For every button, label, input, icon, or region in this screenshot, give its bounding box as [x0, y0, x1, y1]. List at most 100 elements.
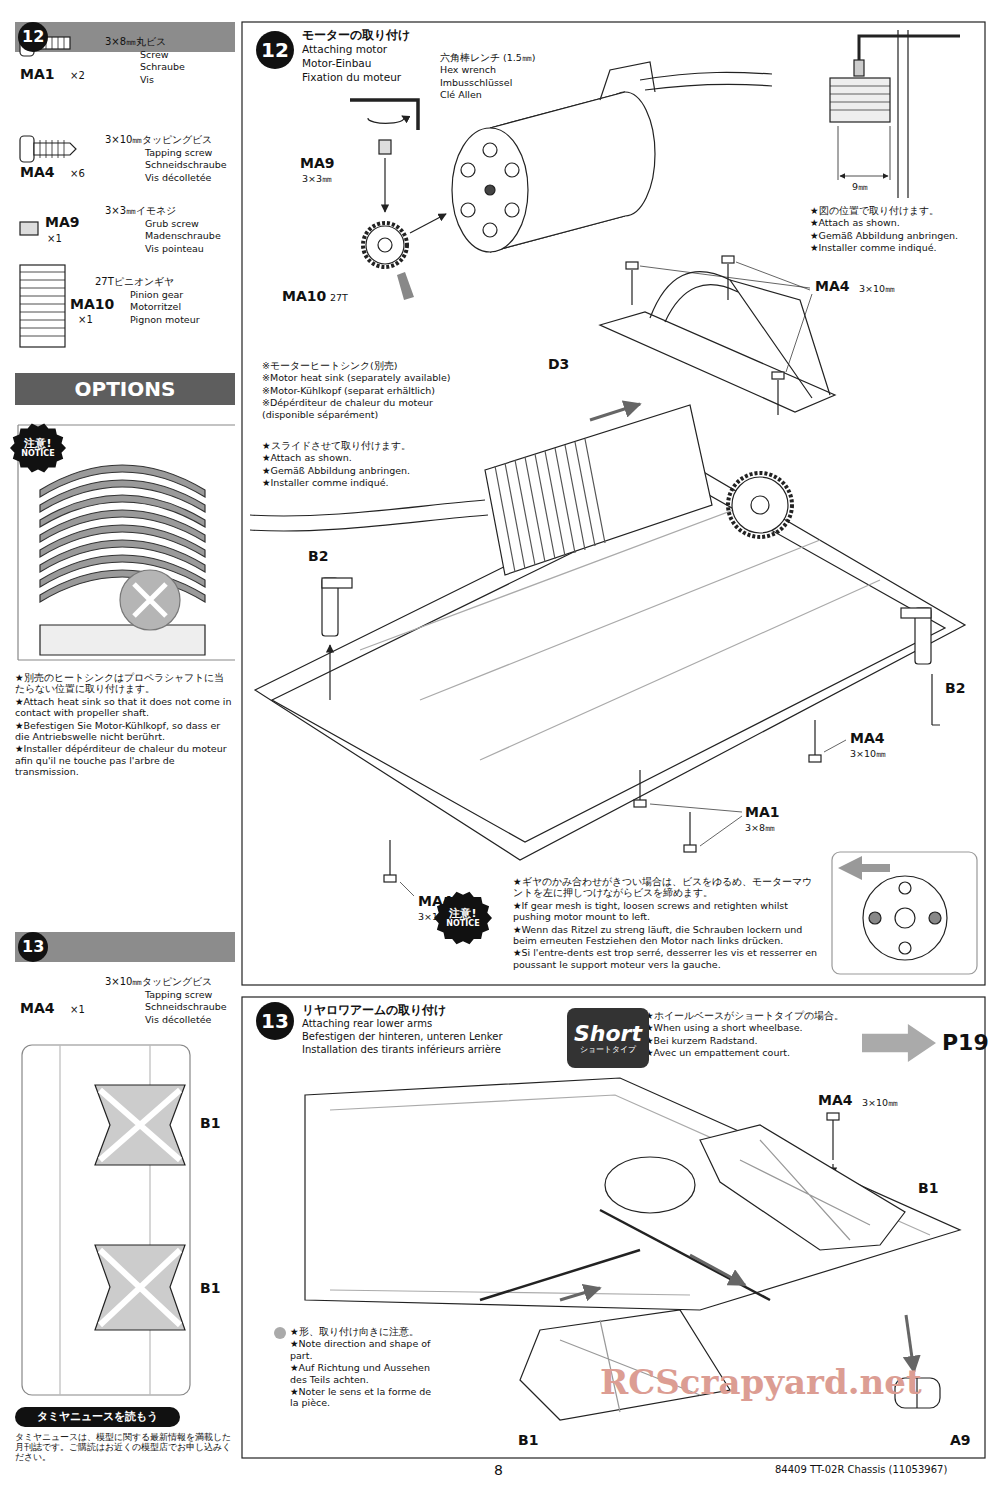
- note: ★Noter le sens et la forme de la pièce.: [290, 1386, 440, 1409]
- part-spec: 3×10㎜: [850, 748, 886, 759]
- part-spec: 27Tピニオンギヤ: [95, 276, 174, 288]
- part-spec: Schneidschraube: [145, 1001, 227, 1012]
- part-spec: 3×10㎜タッピングビス: [105, 134, 212, 146]
- part-code: MA9: [45, 214, 80, 231]
- step-number: 12: [256, 31, 294, 69]
- part-code: MA4: [850, 730, 885, 747]
- node-text: OPTIONS: [75, 378, 176, 400]
- note: ★Gemäß Abbildung anbringen.: [262, 465, 410, 476]
- part-spec: Pignon moteur: [130, 314, 200, 325]
- badge-burst: [434, 892, 492, 945]
- part-spec: 27T: [330, 292, 348, 303]
- node-text: NOTICE: [446, 920, 479, 929]
- part-code: B2: [945, 680, 965, 697]
- tool-spec: Imbusschlüssel: [440, 77, 512, 88]
- note: ★形、取り付け向きに注意。: [290, 1326, 440, 1337]
- note: ※Dépérditeur de chaleur du moteur (dispo…: [262, 397, 467, 420]
- tool-spec: 六角棒レンチ (1.5㎜): [440, 52, 536, 63]
- note: ※Motor heat sink (separately available): [262, 372, 451, 383]
- part-spec: Tapping screw: [145, 147, 212, 158]
- note: ★When using a short wheelbase.: [645, 1022, 803, 1033]
- note: ★Attach as shown.: [810, 217, 900, 228]
- note: ★Installer comme indiqué.: [262, 477, 389, 488]
- note: ※Motor-Kühlkopf (separat erhältlich): [262, 385, 435, 396]
- step-title: Installation des tirants inférieurs arri…: [302, 1044, 501, 1056]
- part-spec: Schneidschraube: [145, 159, 227, 170]
- node-text: タミヤニュースを読もう: [37, 1411, 158, 1423]
- part-spec: 3×8㎜: [745, 822, 775, 833]
- step-title: モーターの取り付け: [302, 28, 410, 42]
- quantity: ×1: [47, 233, 62, 245]
- note: ★Wenn das Ritzel zu streng läuft, die Sc…: [513, 924, 818, 947]
- node-text: 注意!: [449, 908, 476, 920]
- arrow-body: [862, 1024, 936, 1062]
- note: ★Si l'entre-dents est trop serré, desser…: [513, 947, 818, 970]
- node-text: 注意!: [24, 438, 51, 450]
- part-spec: Vis pointeau: [145, 243, 204, 254]
- part-code: MA4: [815, 278, 850, 295]
- step-title: Motor-Einbau: [302, 57, 371, 70]
- note: ★スライドさせて取り付けます。: [262, 440, 411, 451]
- note: ★Bei kurzem Radstand.: [645, 1035, 758, 1046]
- part-spec: Tapping screw: [145, 989, 212, 1000]
- part-spec: Vis: [140, 74, 154, 85]
- step-title: リヤロワアームの取り付け: [302, 1003, 446, 1017]
- node-text: 13: [22, 938, 44, 956]
- part-code: MA4: [20, 1000, 55, 1017]
- tool-spec: Clé Allen: [440, 89, 482, 100]
- quantity: ×1: [70, 1004, 85, 1016]
- part-spec: 3×10㎜: [862, 1097, 898, 1108]
- section-band: OPTIONS: [15, 373, 235, 405]
- part-spec: Madenschraube: [145, 230, 221, 241]
- part-code: B1: [518, 1432, 538, 1449]
- note: ★図の位置で取り付けます。: [810, 205, 939, 216]
- part-spec: Vis décolletée: [145, 172, 211, 183]
- watermark: RCScrapyard.net: [600, 1362, 922, 1403]
- part-code: B1: [200, 1115, 220, 1132]
- part-spec: Schraube: [140, 61, 185, 72]
- part-code: MA4: [20, 164, 55, 181]
- short-badge: Shortショートタイプ: [567, 1008, 649, 1068]
- note: ★別売のヒートシンクはプロペラシャフトに当たらない位置に取り付けます。: [15, 672, 233, 695]
- part-spec: 3×10㎜タッピングビス: [105, 976, 212, 988]
- note: ★Attach as shown.: [262, 452, 352, 463]
- note: ★ホイールベースがショートタイプの場合。: [645, 1010, 844, 1021]
- node-text: NOTICE: [21, 450, 54, 459]
- model-code: 84409 TT-02R Chassis (11053967): [775, 1464, 947, 1476]
- notice-badge: 注意!NOTICE: [10, 423, 66, 473]
- part-spec: Grub screw: [145, 218, 199, 229]
- part-code: B1: [200, 1280, 220, 1297]
- part-spec: 3×3㎜イモネジ: [105, 205, 176, 217]
- page-number: 8: [494, 1462, 503, 1479]
- note: ★If gear mesh is tight, loosen screws an…: [513, 900, 818, 923]
- part-code: MA10: [70, 296, 114, 313]
- step-title: Fixation du moteur: [302, 71, 401, 84]
- dimension: 9㎜: [852, 181, 868, 192]
- note: ★Installer comme indiqué.: [810, 242, 937, 253]
- step-title: Befestigen der hinteren, unteren Lenker: [302, 1031, 503, 1043]
- note: ※モーターヒートシンク(別売): [262, 360, 397, 371]
- badge-burst: [10, 424, 66, 473]
- step-title: Attaching rear lower arms: [302, 1018, 432, 1030]
- part-spec: 3×8㎜丸ビス: [105, 36, 166, 48]
- step-number: 13: [256, 1002, 294, 1040]
- part-spec: 3×3㎜: [302, 173, 332, 184]
- step-title: Attaching motor: [302, 43, 387, 56]
- part-code: MA4: [818, 1092, 853, 1109]
- node-text: 12: [22, 28, 44, 46]
- notice-badge: 注意!NOTICE: [434, 891, 492, 945]
- note: ★Attach heat sink so that it does not co…: [15, 696, 233, 719]
- note: ★Note direction and shape of part.: [290, 1338, 440, 1361]
- node-text: Short: [574, 1022, 642, 1046]
- node-text: 13: [261, 1010, 289, 1032]
- node-text: ショートタイプ: [580, 1046, 636, 1055]
- part-code: MA1: [745, 804, 780, 821]
- note: ★Avec un empattement court.: [645, 1047, 790, 1058]
- part-code: MA10: [282, 288, 326, 305]
- part-code: D3: [548, 356, 569, 373]
- quantity: ×2: [70, 70, 85, 82]
- note: ★Auf Richtung und Aussehen des Teils ach…: [290, 1362, 440, 1385]
- part-code: B2: [308, 548, 328, 565]
- note: ★Gemäß Abbildung anbringen.: [810, 230, 958, 241]
- part-spec: Screw: [140, 49, 169, 60]
